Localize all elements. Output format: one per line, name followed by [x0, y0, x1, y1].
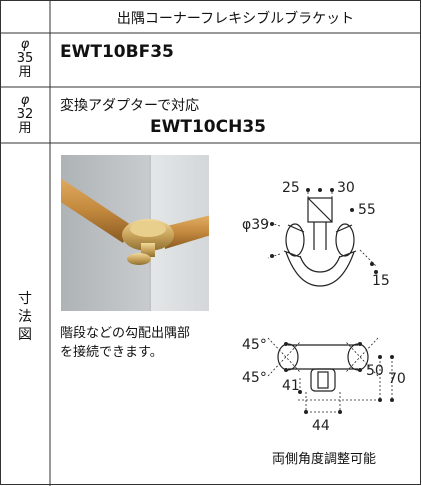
diameter-number: 32: [16, 107, 34, 122]
label-char: 図: [18, 327, 32, 343]
photo-caption-line2: を接続できます。: [60, 345, 163, 360]
header-title: 出隅コーナーフレキシブルブラケット: [116, 11, 355, 27]
phi-symbol: φ: [20, 37, 30, 52]
dim-44: 44: [312, 418, 330, 434]
dim-41: 41: [282, 378, 300, 394]
adapter-note: 変換アダプターで対応: [60, 98, 200, 114]
model-ewt10ch35: EWT10CH35: [150, 117, 266, 137]
model-ewt10bf35: EWT10BF35: [60, 42, 174, 62]
phi-symbol: φ: [20, 93, 30, 108]
dim-15: 15: [372, 273, 390, 289]
diameter-number: 35: [16, 51, 34, 66]
usage-suffix: 用: [18, 121, 32, 136]
photo-caption-line1: 階段などの勾配出隅部: [60, 326, 191, 341]
label-char: 法: [18, 309, 32, 325]
product-photo: [61, 155, 209, 311]
angle-adjust-note: 両側角度調整可能: [272, 452, 377, 467]
dim-phi39: φ39: [242, 217, 269, 233]
dim-30: 30: [337, 180, 355, 196]
dim-50: 50: [366, 363, 384, 379]
usage-suffix: 用: [18, 65, 32, 80]
row-phi35-label: φ 35 用: [0, 38, 50, 80]
angle-45-top: 45°: [242, 337, 267, 353]
row-phi32-label: φ 32 用: [0, 94, 50, 136]
dim-25: 25: [282, 180, 300, 196]
dim-55: 55: [358, 202, 376, 218]
dim-70: 70: [388, 371, 406, 387]
dimension-drawing-label: 寸 法 図: [0, 290, 50, 344]
angle-45-bottom: 45°: [242, 370, 267, 386]
label-char: 寸: [18, 291, 32, 307]
